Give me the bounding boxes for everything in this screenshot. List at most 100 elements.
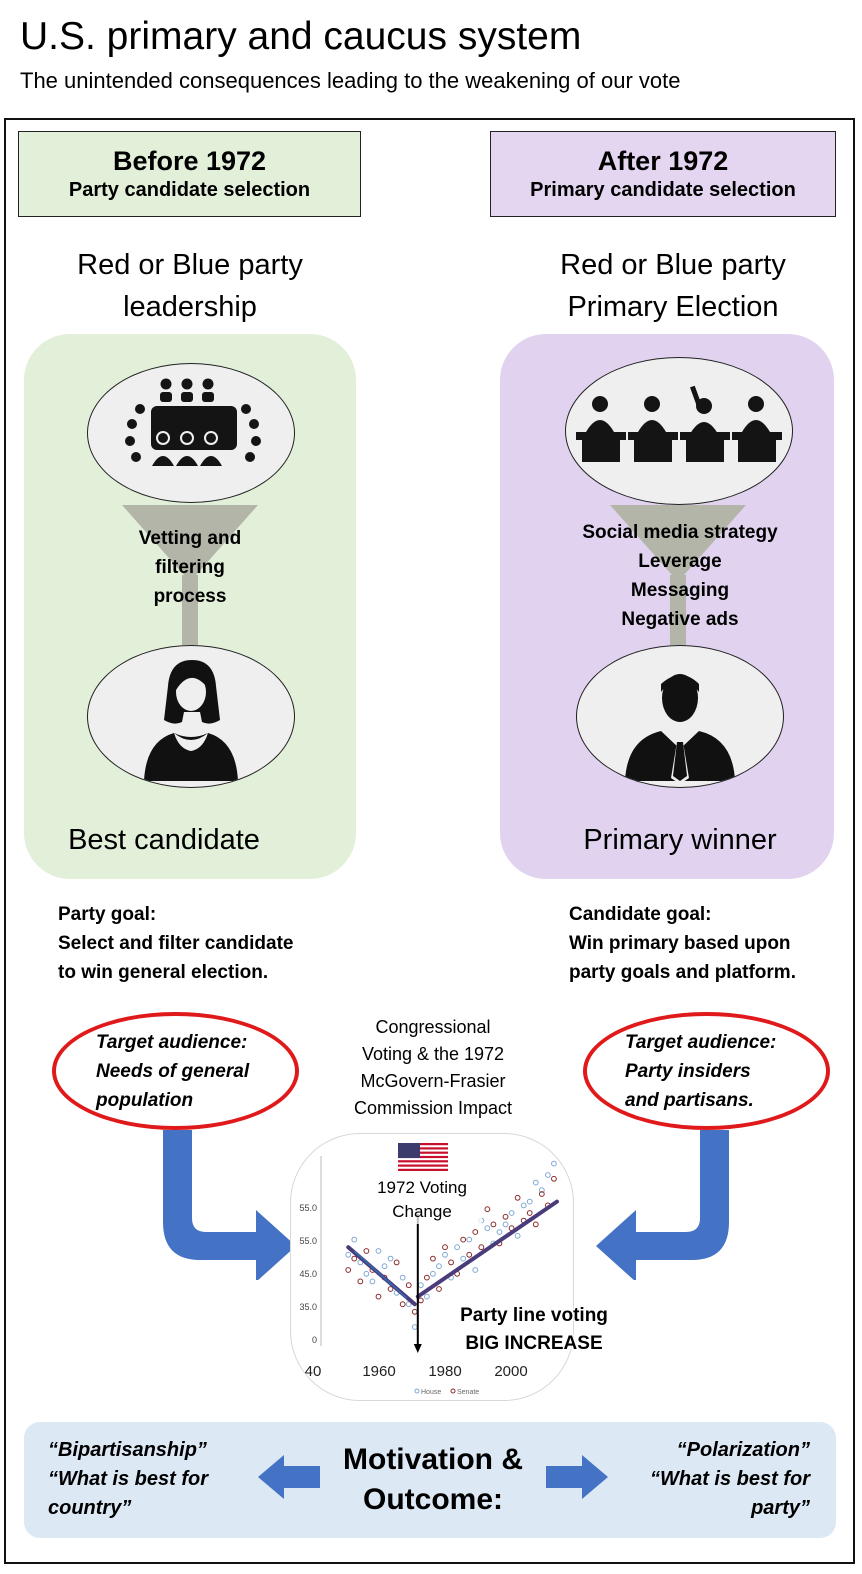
data-point (538, 1191, 545, 1197)
data-point (551, 1175, 557, 1182)
data-point (436, 1286, 442, 1292)
increase-line: Party line voting (460, 1305, 608, 1326)
page-title: U.S. primary and caucus system (20, 15, 582, 58)
data-point (351, 1236, 358, 1243)
trend-line-overlay (353, 1250, 408, 1299)
data-point (345, 1251, 352, 1258)
after-funnel-icon (610, 505, 746, 645)
bipartisanship-line: country” (48, 1497, 132, 1519)
data-point (502, 1221, 509, 1228)
trend-line (415, 1199, 559, 1299)
x-tick-label: 2000 (494, 1363, 527, 1380)
before-era-title: Before 1972 (112, 146, 267, 176)
data-point (381, 1263, 388, 1270)
data-point (399, 1274, 406, 1281)
diagram-frame (4, 118, 855, 1564)
polarization-line: “Polarization” (676, 1439, 810, 1461)
data-point (375, 1248, 382, 1254)
data-point (411, 1324, 418, 1330)
before-process-text: Vetting and filtering process (110, 524, 270, 611)
before-era-subtitle: Party candidate selection (68, 179, 311, 201)
legend-label: House (421, 1389, 441, 1396)
before-funnel-icon (122, 505, 258, 645)
data-point (502, 1213, 509, 1220)
data-point (538, 1187, 545, 1194)
data-point (496, 1229, 503, 1235)
data-point (472, 1267, 479, 1273)
before-process-line: Vetting and (138, 528, 242, 549)
data-point (393, 1259, 400, 1266)
data-point (351, 1255, 358, 1262)
woman-silhouette-icon (144, 660, 238, 781)
before-process-line: filtering (155, 557, 225, 578)
data-point (466, 1236, 473, 1243)
before-goal-line: to win general election. (58, 962, 269, 983)
data-point (442, 1244, 448, 1251)
data-point (387, 1286, 394, 1292)
after-target-line: Target audience: (625, 1031, 777, 1053)
chart-annotation-line: Change (392, 1202, 452, 1221)
motivation-line: Motivation & (343, 1443, 523, 1476)
x-tick-label: 1960 (362, 1363, 395, 1380)
before-process-line: process (153, 586, 227, 607)
page-subtitle: The unintended consequences leading to t… (20, 68, 681, 93)
data-point (411, 1308, 418, 1315)
voting-chart: 55.055.045.035.00401960198020002HouseSen… (290, 1133, 574, 1401)
data-point (345, 1267, 352, 1273)
data-point (387, 1255, 394, 1262)
after-process-line: Leverage (638, 551, 722, 572)
data-point (369, 1278, 376, 1285)
data-point (423, 1293, 430, 1300)
us-flag-icon (398, 1143, 448, 1171)
y-tick-label: 55.0 (299, 1203, 317, 1213)
data-point (484, 1206, 491, 1213)
data-point (448, 1259, 454, 1266)
legend-marker (414, 1388, 420, 1394)
y-tick-label: 35.0 (299, 1302, 317, 1312)
after-target-line: and partisans. (625, 1089, 754, 1111)
polarization-line: “What is best for (649, 1468, 810, 1490)
center-caption: Congressional Voting & the 1972 McGovern… (318, 1014, 548, 1122)
after-process-line: Messaging (630, 580, 730, 601)
data-point (442, 1251, 448, 1258)
before-pane-title: Red or Blue party leadership (24, 244, 356, 328)
data-point (405, 1301, 412, 1308)
after-pane-title-line: Red or Blue party (560, 249, 786, 281)
bipartisanship-line: “What is best for (48, 1468, 209, 1490)
center-caption-line: Congressional (375, 1017, 491, 1037)
increase-line: BIG INCREASE (465, 1333, 603, 1354)
polarization-line: party” (751, 1497, 810, 1519)
x-tick-label: 40 (305, 1363, 322, 1380)
before-target-line: Needs of general (96, 1060, 250, 1082)
motivation-bar (24, 1422, 836, 1538)
data-point (544, 1172, 551, 1178)
conference-table-icon (125, 378, 261, 466)
data-point (417, 1282, 424, 1289)
right-outcome-arrow-icon (546, 1455, 608, 1499)
data-point (375, 1293, 382, 1300)
increase-label: Party line voting BIG INCREASE (446, 1302, 622, 1358)
after-primary-oval (565, 357, 793, 505)
after-process-line: Negative ads (621, 609, 739, 630)
data-point (466, 1251, 473, 1258)
before-pane-title-line: Red or Blue party (77, 249, 303, 281)
data-point (551, 1160, 557, 1167)
data-point (357, 1278, 364, 1285)
before-1972-box: Before 1972 Party candidate selection (18, 131, 361, 217)
data-point (532, 1221, 539, 1228)
data-point (423, 1274, 430, 1281)
y-tick-label: 55.0 (299, 1236, 317, 1246)
data-point (363, 1270, 370, 1277)
data-point (363, 1248, 370, 1254)
data-point (405, 1282, 412, 1289)
data-point (478, 1244, 485, 1251)
desk-voters-icon (576, 385, 782, 462)
scatter-chart: 55.055.045.035.00401960198020002HouseSen… (299, 1156, 573, 1396)
data-point (417, 1297, 424, 1304)
after-pane-title-line: Primary Election (567, 291, 779, 323)
data-point (526, 1198, 533, 1205)
after-1972-box: After 1972 Primary candidate selection (490, 131, 836, 217)
after-process-text: Social media strategy Leverage Messaging… (560, 518, 800, 634)
after-goal-text: Candidate goal: Win primary based upon p… (569, 900, 796, 987)
y-tick-label: 45.0 (299, 1269, 317, 1279)
